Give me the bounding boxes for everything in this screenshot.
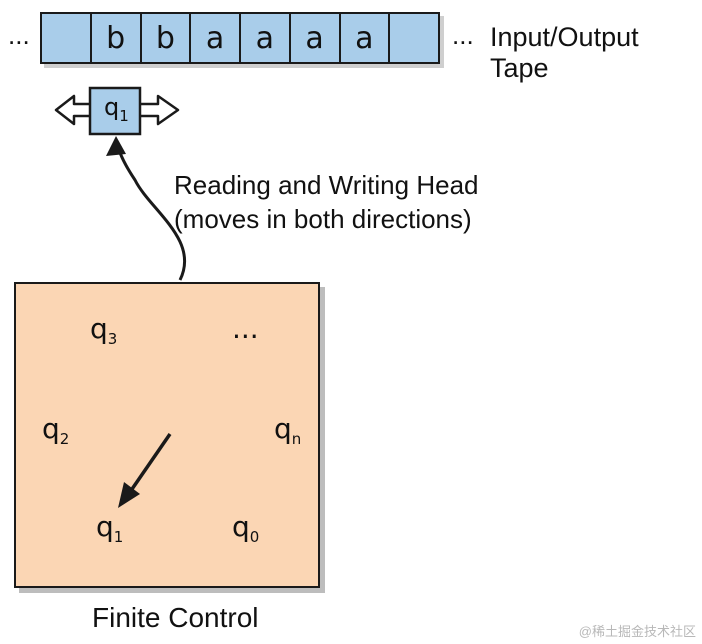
- tape-left-ellipsis: ...: [8, 20, 30, 50]
- head-graphic: [54, 86, 187, 281]
- input-output-tape: b b a a a a: [40, 12, 440, 64]
- head-box: [88, 86, 142, 136]
- head-caption-line2: (moves in both directions): [174, 204, 472, 234]
- state-q1: q1: [96, 510, 124, 546]
- head-caption: Reading and Writing Head (moves in both …: [174, 168, 478, 236]
- tape-right-ellipsis: ...: [452, 20, 474, 50]
- state-ellipsis: ...: [232, 312, 259, 345]
- head-state-label: q1: [104, 93, 129, 125]
- arrowhead-up-icon: [106, 136, 126, 156]
- pointer-arrowhead-icon: [118, 482, 140, 508]
- head-connector-arrow: [116, 145, 187, 281]
- tape-cell: a: [241, 14, 291, 62]
- tape-cell: b: [142, 14, 192, 62]
- tape-title: Input/Output Tape: [490, 22, 639, 83]
- watermark: @稀土掘金技术社区: [578, 624, 696, 639]
- state-q2: q2: [42, 412, 70, 448]
- tape-cell: [42, 14, 92, 62]
- state-qn: qn: [274, 412, 302, 448]
- head-caption-line1: Reading and Writing Head: [174, 170, 479, 200]
- tape-cell: a: [191, 14, 241, 62]
- current-state-pointer: [118, 433, 172, 508]
- state-q0: q0: [232, 510, 260, 546]
- tape-cell: a: [341, 14, 391, 62]
- tape-cell: b: [92, 14, 142, 62]
- finite-control-title: Finite Control: [92, 602, 259, 633]
- finite-control-box: q3 ... q2 qn q1 q0: [14, 282, 320, 588]
- tape-cell: a: [291, 14, 341, 62]
- state-q3: q3: [90, 312, 118, 348]
